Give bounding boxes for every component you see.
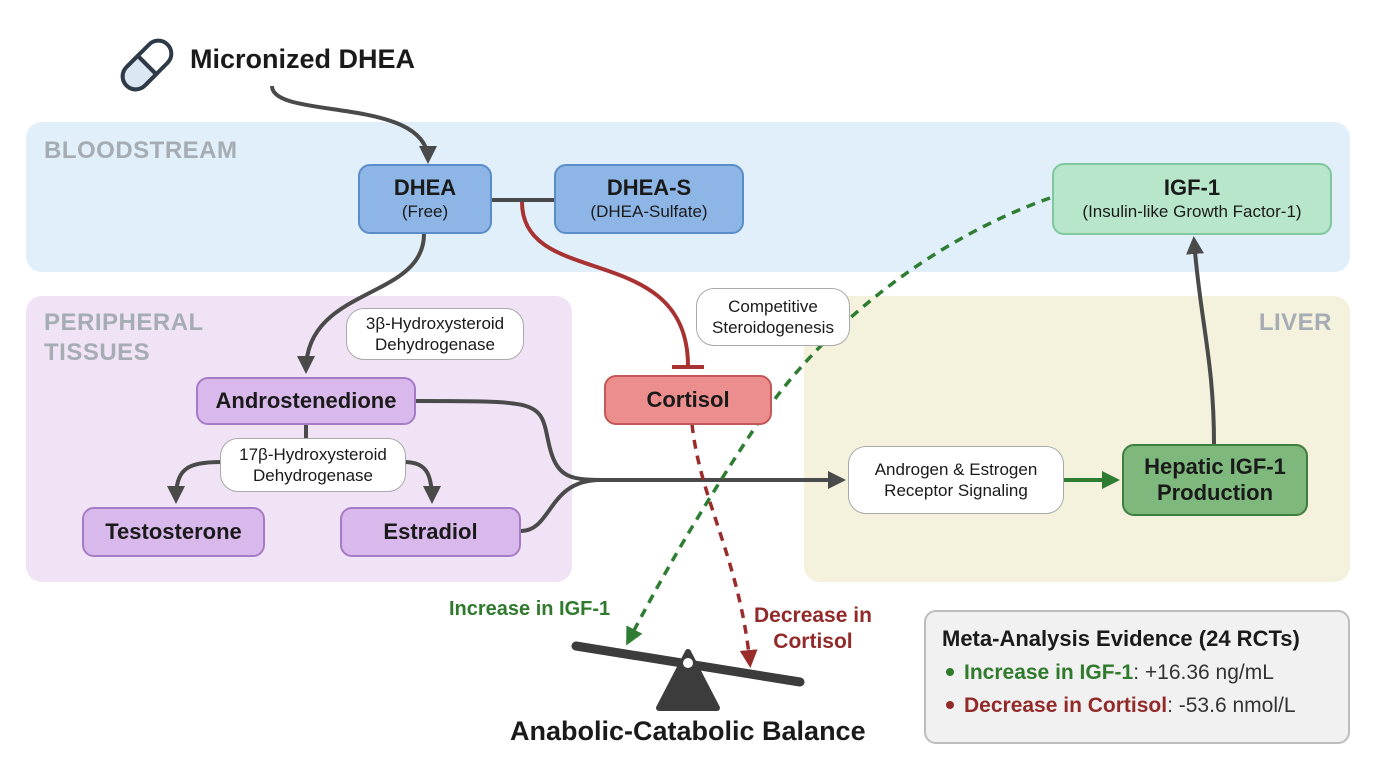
estradiol-node: Estradiol [340,507,521,557]
link-estradiol-to-receptor [520,478,601,533]
seesaw-icon [571,641,805,711]
arrow-hepatic-to-igf1 [1186,236,1216,445]
dheas-subtitle: (DHEA-Sulfate) [590,202,708,221]
dashed-cortisol-to-balance [690,423,758,668]
meta-analysis-evidence-box: Meta-Analysis Evidence (24 RCTs) Increas… [924,610,1350,744]
cortisol-label: Cortisol [646,387,730,412]
igf1-title: IGF-1 [1163,175,1221,200]
evidence-item-cortisol-value: : -53.6 nmol/L [1167,694,1296,717]
hepatic-igf1-label: Hepatic IGF-1 Production [1144,454,1286,505]
source-label: Micronized DHEA [190,44,416,74]
androstenedione-label: Androstenedione [215,388,397,413]
peripheral-tissues-title: PERIPHERAL TISSUES [44,309,204,366]
evidence-item-cortisol-key: Decrease in Cortisol [964,694,1168,717]
dhea-subtitle: (Free) [401,202,449,221]
bloodstream-title: BLOODSTREAM [44,137,238,164]
arrow-to-estradiol [403,460,441,504]
hsd3b-enzyme-label: 3β-Hydroxysteroid Dehydrogenase [346,308,524,360]
arrow-dhea-to-androstenedione [297,233,426,374]
dheas-title: DHEA-S [606,175,692,200]
igf1-node: IGF-1 (Insulin-like Growth Factor-1) [1052,163,1332,235]
evidence-title: Meta-Analysis Evidence (24 RCTs) [942,626,1300,651]
decrease-cortisol-label: Decrease in Cortisol [754,604,872,653]
arrow-to-testosterone [167,460,223,504]
dheas-node: DHEA-S (DHEA-Sulfate) [554,164,744,234]
evidence-item-igf1: Increase in IGF-1: +16.36 ng/mL [942,661,1332,685]
hepatic-igf1-node: Hepatic IGF-1 Production [1122,444,1308,516]
competitive-steroidogenesis-label: Competitive Steroidogenesis [696,288,850,346]
increase-igf1-label: Increase in IGF-1 [449,598,611,620]
hsd17b-enzyme-label: 17β-Hydroxysteroid Dehydrogenase [220,438,406,492]
testosterone-label: Testosterone [105,519,242,544]
evidence-item-cortisol: Decrease in Cortisol: -53.6 nmol/L [942,694,1332,718]
bullet-icon [946,668,954,676]
arrow-andro-to-receptor [415,399,846,489]
inhibit-dhea-to-cortisol [520,201,690,367]
dhea-node: DHEA (Free) [358,164,492,234]
dashed-igf1-to-balance [626,196,1051,646]
cortisol-node: Cortisol [604,375,772,425]
liver-title: LIVER [1258,309,1332,336]
androstenedione-node: Androstenedione [196,377,416,425]
igf1-subtitle: (Insulin-like Growth Factor-1) [1082,202,1302,221]
dhea-title: DHEA [393,175,457,200]
receptor-signaling-label: Androgen & Estrogen Receptor Signaling [848,446,1064,514]
liver-region: LIVER [804,296,1350,582]
evidence-item-igf1-key: Increase in IGF-1 [964,661,1134,684]
evidence-item-igf1-value: : +16.36 ng/mL [1133,661,1274,684]
balance-title: Anabolic-Catabolic Balance [510,716,866,746]
estradiol-label: Estradiol [383,519,478,544]
testosterone-node: Testosterone [82,507,265,557]
arrow-source-to-dhea [270,85,437,164]
bullet-icon [946,701,954,709]
capsule-icon [120,38,174,92]
